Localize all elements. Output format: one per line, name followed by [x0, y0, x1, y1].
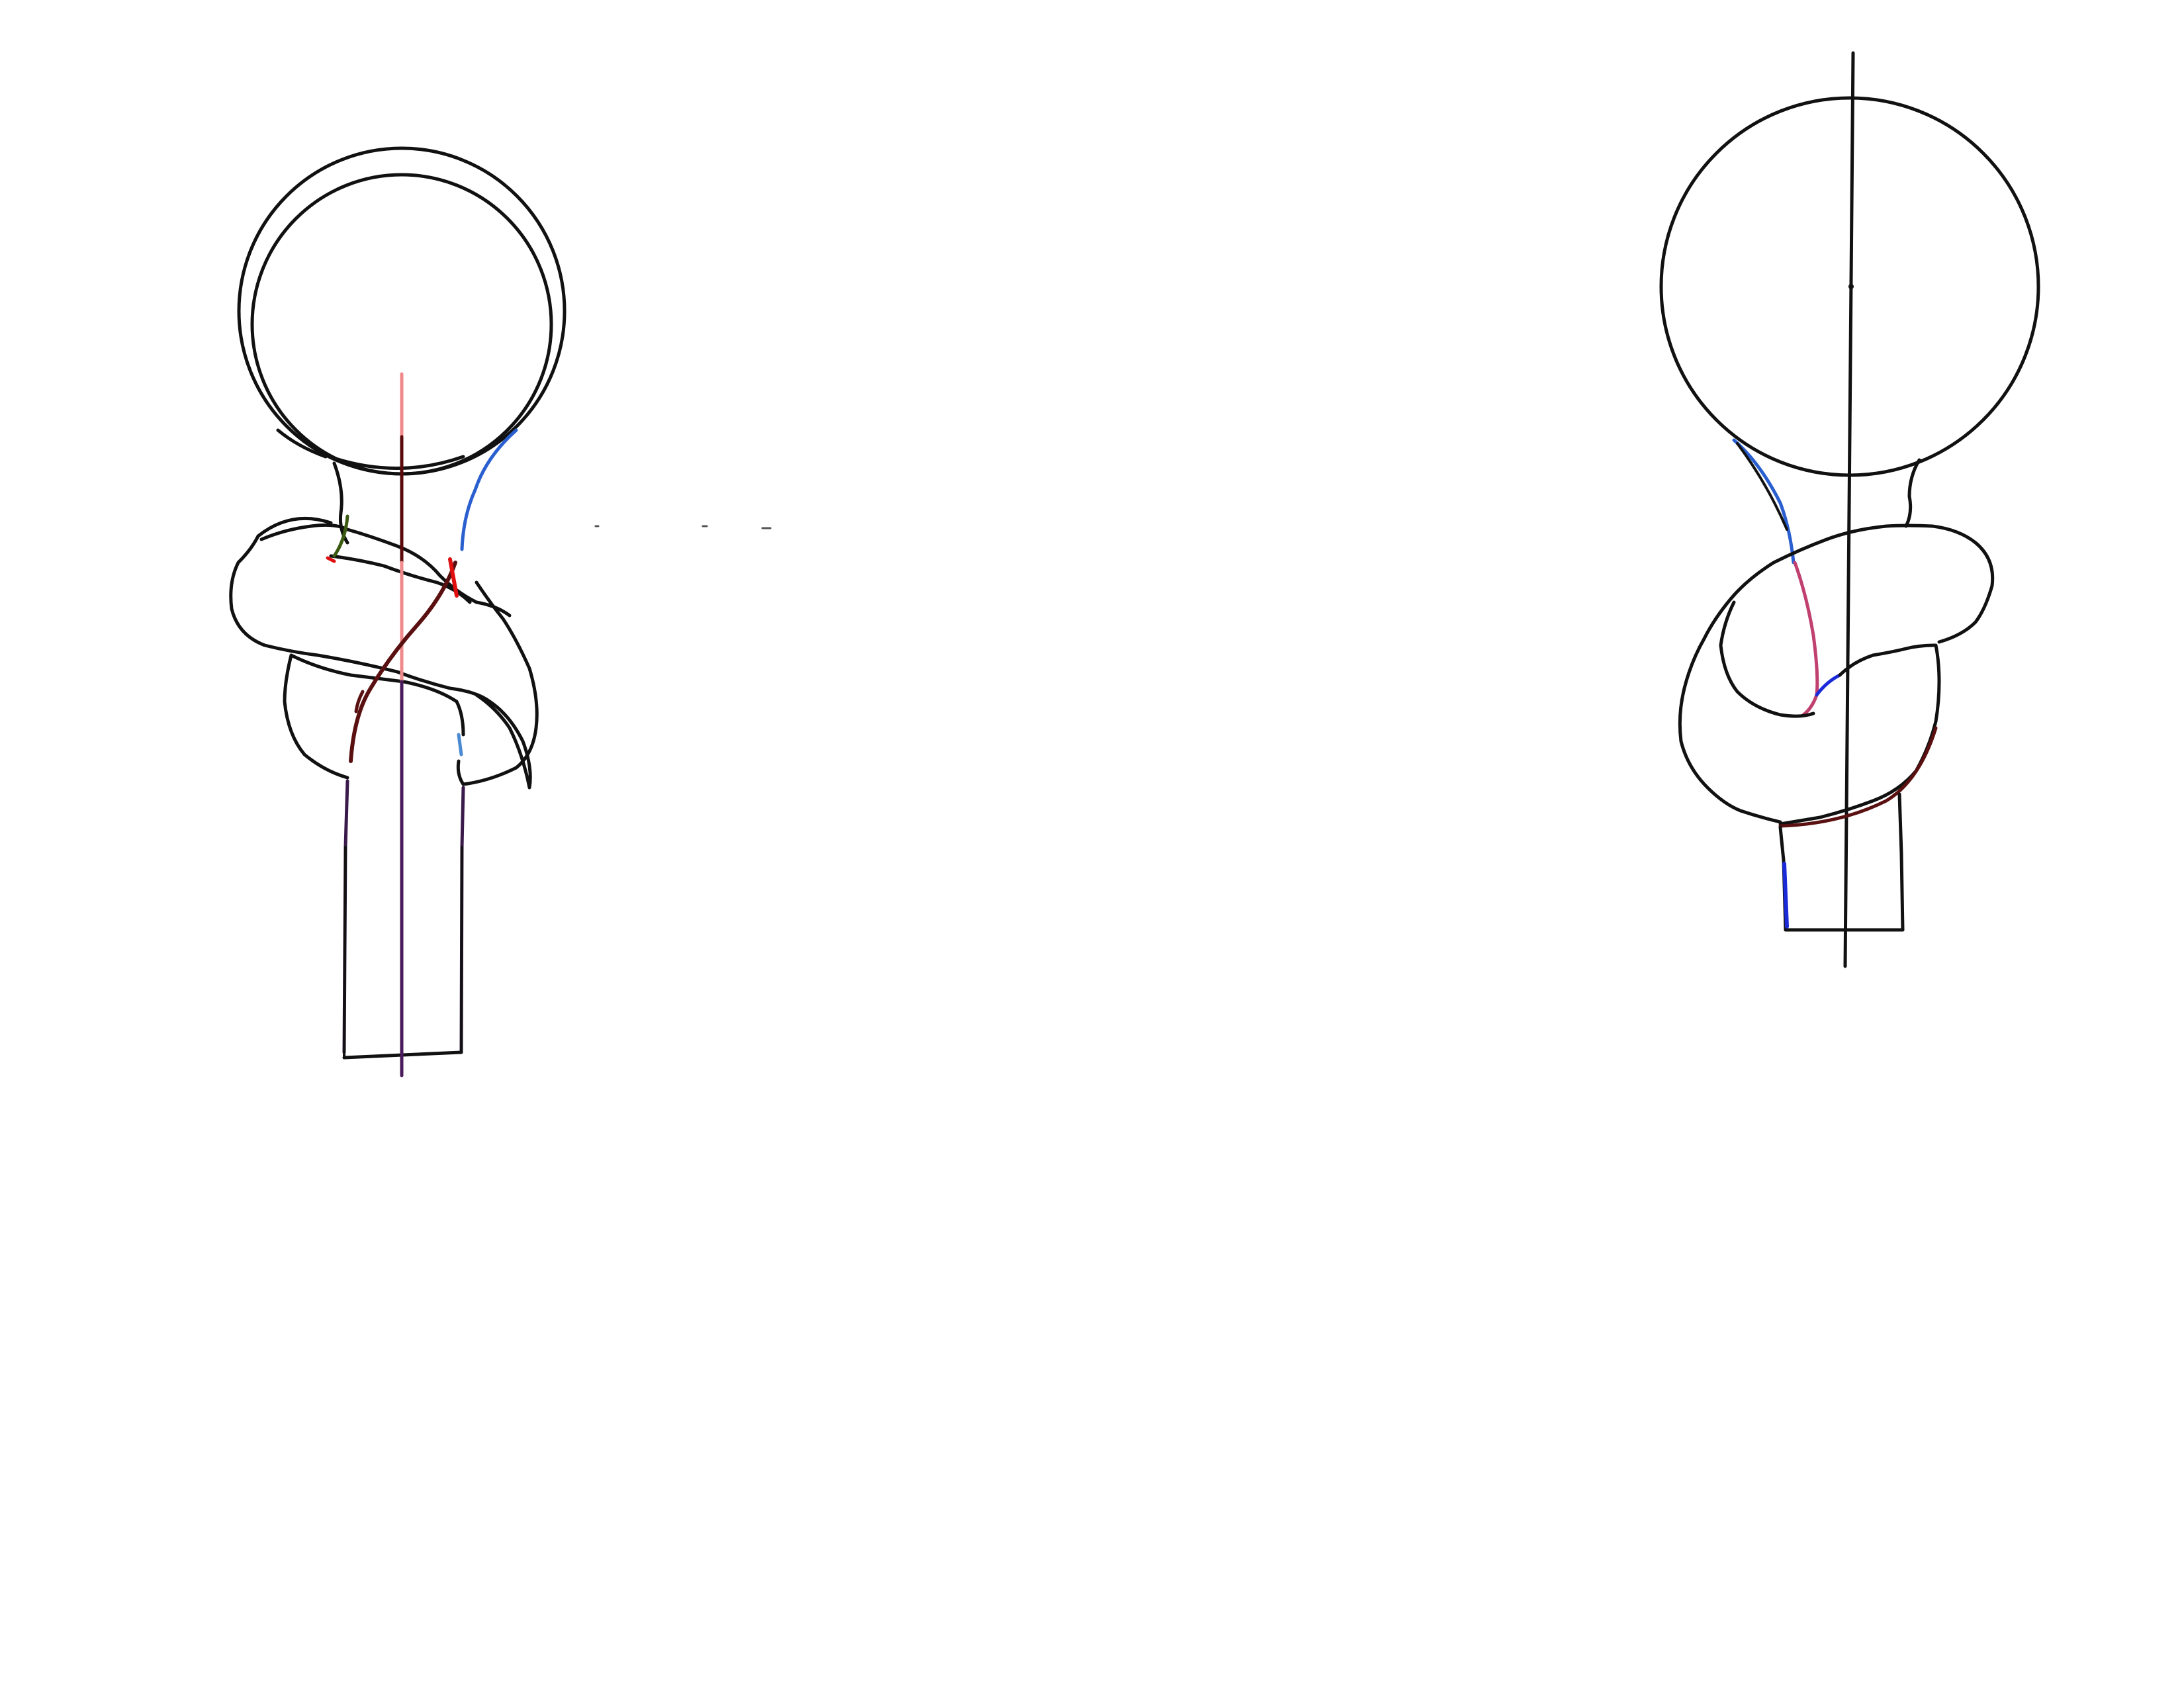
side-axis	[1845, 53, 1853, 966]
side-view-figure	[1661, 53, 2038, 966]
red-accent-left	[328, 558, 334, 561]
side-left-bulge	[1680, 602, 1813, 822]
side-neck-right	[1906, 460, 1919, 526]
side-shaft-blue-mark	[1784, 864, 1787, 927]
knot-right-bulge	[458, 582, 537, 784]
side-pink-strand	[1795, 563, 1817, 715]
cyan-accent	[459, 735, 461, 754]
side-lower-loop	[1780, 645, 1939, 824]
knot-upper-loop	[231, 518, 531, 788]
front-view-figure	[231, 148, 565, 1075]
knot-upper-top-edge	[261, 525, 510, 616]
side-neck-left	[1734, 440, 1794, 563]
stray-marks	[596, 526, 770, 528]
side-lower-loop-strand	[1780, 728, 1936, 826]
shaft-right-outline	[461, 847, 462, 1052]
side-shaft-right	[1899, 794, 1903, 930]
knot-lower-loop	[285, 655, 463, 778]
side-neck-left-outline	[1737, 443, 1787, 529]
side-blue-tick	[1817, 675, 1840, 695]
shaft-left-outline	[344, 847, 345, 1058]
